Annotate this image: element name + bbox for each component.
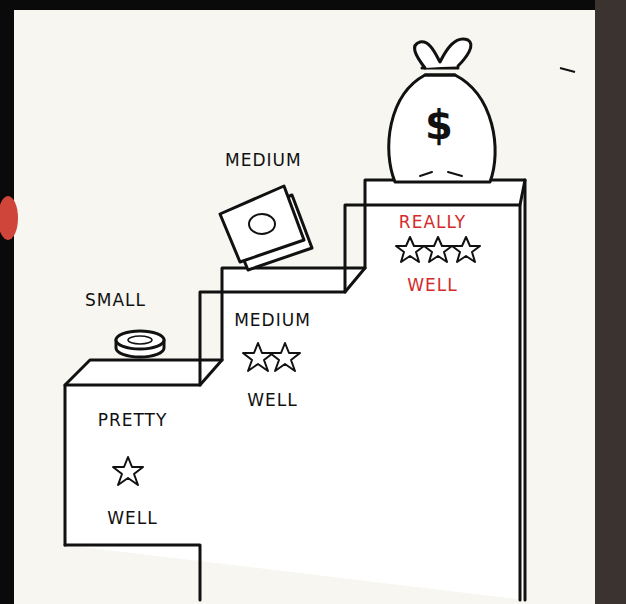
star — [396, 237, 424, 262]
stair-bottom — [65, 545, 200, 600]
stair-front-edge — [65, 205, 520, 600]
star — [113, 457, 143, 485]
step-text: REALLY — [345, 212, 520, 232]
bill-oval — [249, 214, 275, 234]
step-text: WELL — [200, 390, 345, 410]
dollar-sign: $ — [425, 102, 454, 148]
coin-label: SMALL — [85, 290, 146, 310]
stair-step: PRETTY WELL — [65, 390, 200, 540]
money-bag — [389, 75, 495, 182]
bag-neck — [422, 68, 458, 75]
dark-edge — [595, 0, 626, 604]
mark — [560, 68, 575, 72]
paper — [14, 10, 614, 604]
step-text: WELL — [345, 275, 520, 295]
bag-tie — [415, 39, 471, 68]
coin-top — [116, 331, 164, 349]
coin-mark — [128, 336, 152, 344]
step-text: PRETTY — [65, 410, 200, 430]
bag-crease — [420, 172, 462, 176]
star — [452, 237, 480, 262]
step-text: MEDIUM — [200, 310, 345, 330]
red-blob — [0, 196, 18, 240]
stair-depth-edge — [200, 180, 525, 385]
stair-outline — [65, 180, 525, 600]
bill-front — [220, 186, 304, 262]
star — [424, 237, 452, 262]
stair-step: REALLY WELL — [345, 205, 520, 305]
star — [270, 343, 300, 371]
star-group — [113, 237, 480, 485]
bill-label: MEDIUM — [225, 150, 302, 170]
step-text: WELL — [65, 508, 200, 528]
star — [243, 343, 273, 371]
stair-step: MEDIUM WELL — [200, 295, 345, 425]
